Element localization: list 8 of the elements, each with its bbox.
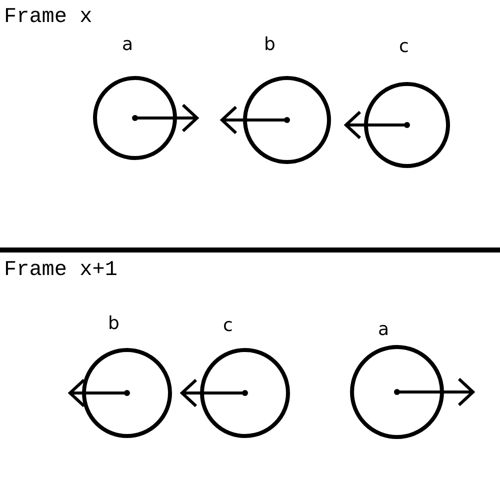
ball-label: c: [399, 37, 409, 57]
frame-title: Frame x: [4, 6, 92, 30]
ball-label: b: [264, 35, 276, 55]
ball-label: b: [108, 314, 120, 334]
frame-title: Frame x+1: [4, 259, 118, 283]
ball-label: a: [378, 320, 390, 340]
ball-label: a: [122, 35, 134, 55]
ball-label: c: [223, 316, 233, 336]
